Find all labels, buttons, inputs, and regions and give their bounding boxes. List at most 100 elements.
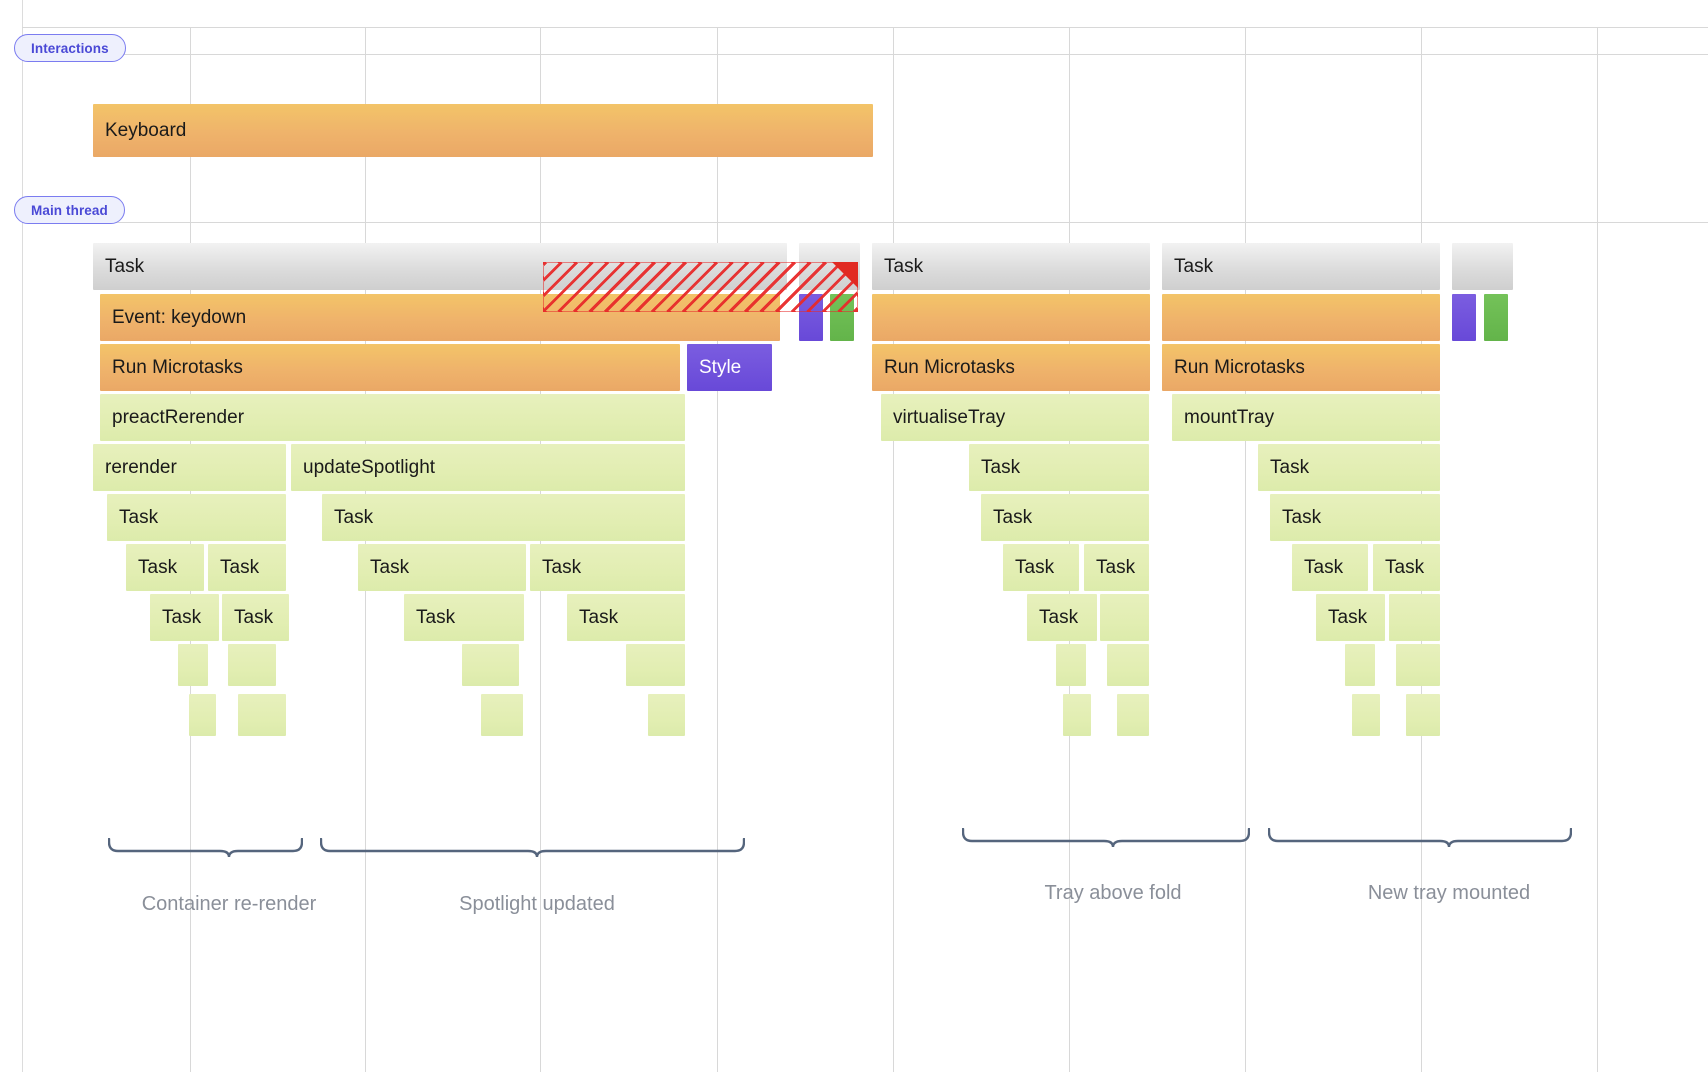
flame-block-task[interactable]: Task [1027, 594, 1097, 641]
gridline-vertical [1597, 27, 1598, 1072]
flame-block-label: Style [699, 357, 742, 378]
flame-block-task[interactable]: Task [1270, 494, 1440, 541]
flame-block-label: Task [162, 607, 202, 628]
flame-block-anonymous[interactable] [481, 694, 523, 736]
flame-block-label: Task [981, 457, 1021, 478]
flame-block-label: Task [234, 607, 274, 628]
flame-block-task[interactable]: Task [969, 444, 1149, 491]
gridline-horizontal [22, 27, 1708, 28]
flame-block-anonymous[interactable] [178, 644, 208, 686]
flame-block-task[interactable]: Task [1003, 544, 1079, 591]
flame-block-anonymous[interactable] [1162, 294, 1440, 341]
long-task-warning-triangle-icon [832, 262, 858, 288]
flame-block-task[interactable]: Task [126, 544, 204, 591]
flame-block-anonymous[interactable] [1063, 694, 1091, 736]
flame-block-label: Task [105, 256, 145, 277]
flame-block-anonymous[interactable] [626, 644, 685, 686]
flame-block-anonymous[interactable] [228, 644, 276, 686]
flame-block-anonymous[interactable] [1406, 694, 1440, 736]
flame-block-rerender[interactable]: rerender [93, 444, 286, 491]
annotation-brace [962, 828, 1250, 848]
flame-block-label: Task [370, 557, 410, 578]
flame-block-anonymous[interactable] [238, 694, 286, 736]
flame-block-style[interactable]: Style [687, 344, 772, 391]
flame-block-updatespotlight[interactable]: updateSpotlight [291, 444, 685, 491]
flame-block-anonymous[interactable] [1452, 243, 1513, 290]
flame-block-task[interactable]: Task [872, 243, 1150, 290]
flame-block-run-microtasks[interactable]: Run Microtasks [872, 344, 1150, 391]
flame-block-task[interactable]: Task [222, 594, 289, 641]
flame-block-label: Task [993, 507, 1033, 528]
flame-block-mounttray[interactable]: mountTray [1172, 394, 1440, 441]
gridline-vertical [717, 27, 718, 1072]
flame-block-task[interactable]: Task [358, 544, 526, 591]
flame-block-label: Run Microtasks [112, 357, 243, 378]
gridline-vertical [1245, 27, 1246, 1072]
flame-block-label: updateSpotlight [303, 457, 436, 478]
flame-block-label: Task [1282, 507, 1322, 528]
flame-block-anonymous[interactable] [1484, 294, 1508, 341]
flame-block-task[interactable]: Task [150, 594, 219, 641]
flame-block-task[interactable]: Task [1162, 243, 1440, 290]
flame-block-anonymous[interactable] [462, 644, 519, 686]
flame-block-task[interactable]: Task [404, 594, 524, 641]
flame-block-label: Task [119, 507, 159, 528]
flame-block-preactrerender[interactable]: preactRerender [100, 394, 685, 441]
flame-block-anonymous[interactable] [1056, 644, 1086, 686]
annotation-label: New tray mounted [1367, 882, 1531, 904]
flame-block-task[interactable]: Task [530, 544, 685, 591]
flame-block-label: mountTray [1184, 407, 1275, 428]
flame-block-anonymous[interactable] [1345, 644, 1375, 686]
flame-block-label: Run Microtasks [1174, 357, 1305, 378]
gridline-horizontal [22, 222, 1708, 223]
annotation-label: Container re-render [141, 893, 317, 915]
flame-block-anonymous[interactable] [1107, 644, 1149, 686]
flame-block-label: virtualiseTray [893, 407, 1006, 428]
flame-block-task[interactable]: Task [1258, 444, 1440, 491]
flame-block-label: Task [334, 507, 374, 528]
flame-block-virtualisetray[interactable]: virtualiseTray [881, 394, 1149, 441]
flame-block-anonymous[interactable] [872, 294, 1150, 341]
flame-block-anonymous[interactable] [1352, 694, 1380, 736]
long-task-warning-overlay[interactable] [543, 262, 858, 312]
flame-block-task[interactable]: Task [1084, 544, 1149, 591]
track-pill-main-thread[interactable]: Main thread [14, 196, 125, 224]
flame-block-run-microtasks[interactable]: Run Microtasks [1162, 344, 1440, 391]
interaction-block-keyboard[interactable]: Keyboard [93, 104, 873, 157]
flame-block-task[interactable]: Task [1373, 544, 1440, 591]
gridline-vertical [893, 27, 894, 1072]
flame-block-label: Keyboard [105, 120, 187, 141]
flame-block-label: Run Microtasks [884, 357, 1015, 378]
annotation-label: Spotlight updated [459, 893, 615, 915]
flame-block-label: Task [579, 607, 619, 628]
flame-block-task[interactable]: Task [1316, 594, 1385, 641]
flame-block-anonymous[interactable] [1389, 594, 1440, 641]
flame-block-anonymous[interactable] [189, 694, 216, 736]
flame-block-anonymous[interactable] [648, 694, 685, 736]
flame-block-anonymous[interactable] [1100, 594, 1149, 641]
flame-block-label: Task [542, 557, 582, 578]
flame-block-anonymous[interactable] [1117, 694, 1149, 736]
flame-block-run-microtasks[interactable]: Run Microtasks [100, 344, 680, 391]
flame-block-anonymous[interactable] [1396, 644, 1440, 686]
flame-block-label: Task [1328, 607, 1368, 628]
flame-block-label: Task [1015, 557, 1055, 578]
flame-block-task[interactable]: Task [322, 494, 685, 541]
flame-block-task[interactable]: Task [981, 494, 1149, 541]
flame-block-label: Task [416, 607, 456, 628]
flame-block-label: Task [1385, 557, 1425, 578]
gridline-horizontal [22, 54, 1708, 55]
flame-block-label: Task [1039, 607, 1079, 628]
flame-block-task[interactable]: Task [208, 544, 286, 591]
flame-block-anonymous[interactable] [1452, 294, 1476, 341]
gridline-vertical [22, 0, 23, 1072]
track-pill-interactions[interactable]: Interactions [14, 34, 126, 62]
flame-block-label: Task [138, 557, 178, 578]
flame-block-label: rerender [105, 457, 177, 478]
annotation-brace [320, 838, 745, 858]
annotation-brace [108, 838, 303, 858]
flame-block-task[interactable]: Task [107, 494, 286, 541]
flame-block-label: Task [884, 256, 924, 277]
flame-block-task[interactable]: Task [567, 594, 685, 641]
flame-block-task[interactable]: Task [1292, 544, 1368, 591]
